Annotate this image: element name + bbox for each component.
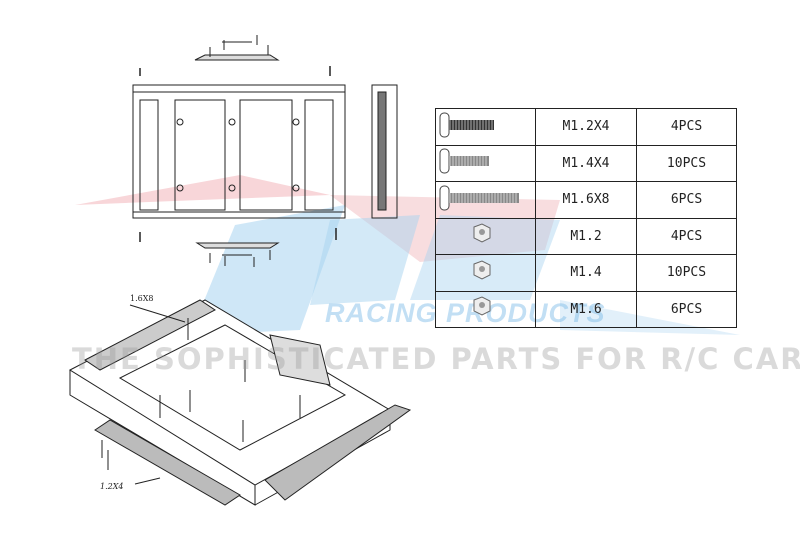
callout-upper: 1.6X8 bbox=[130, 294, 154, 303]
part-image bbox=[435, 217, 536, 255]
part-spec: M1.2 bbox=[535, 217, 637, 255]
parts-row: M1.6 6PCS bbox=[435, 290, 737, 328]
hex-nut-icon bbox=[436, 223, 531, 253]
screw-short-icon bbox=[436, 112, 531, 144]
screw-medium-icon bbox=[436, 148, 531, 180]
part-spec: M1.6X8 bbox=[535, 181, 637, 219]
part-qty: 6PCS bbox=[636, 290, 737, 328]
parts-row: M1.4X4 10PCS bbox=[435, 144, 737, 182]
part-qty: 4PCS bbox=[636, 108, 737, 146]
part-qty: 6PCS bbox=[636, 181, 737, 219]
screw-long-icon bbox=[436, 185, 531, 217]
part-qty: 10PCS bbox=[636, 254, 737, 292]
part-spec: M1.4 bbox=[535, 254, 637, 292]
top-bracket bbox=[194, 35, 280, 61]
top-view-plate bbox=[132, 84, 346, 219]
hex-nut-icon bbox=[436, 260, 531, 290]
part-image bbox=[435, 254, 536, 292]
part-qty: 4PCS bbox=[636, 217, 737, 255]
part-spec: M1.6 bbox=[535, 290, 637, 328]
part-image bbox=[435, 108, 536, 146]
watermark-tagline: THE SOPHISTICATED PARTS FOR R/C CARS bbox=[72, 342, 800, 376]
bottom-bracket bbox=[195, 242, 280, 267]
part-image bbox=[435, 290, 536, 328]
part-qty: 10PCS bbox=[636, 144, 737, 182]
parts-row: M1.2X4 4PCS bbox=[435, 108, 737, 146]
parts-row: M1.2 4PCS bbox=[435, 217, 737, 255]
callout-lower: 1.2X4 bbox=[100, 482, 124, 491]
loose-screws bbox=[139, 66, 337, 242]
isometric-assembly bbox=[68, 299, 412, 506]
side-rail bbox=[371, 84, 398, 219]
hex-nut-icon bbox=[436, 296, 531, 326]
part-spec: M1.2X4 bbox=[535, 108, 637, 146]
part-spec: M1.4X4 bbox=[535, 144, 637, 182]
parts-row: M1.4 10PCS bbox=[435, 254, 737, 292]
part-image bbox=[435, 181, 536, 219]
parts-row: M1.6X8 6PCS bbox=[435, 181, 737, 219]
part-image bbox=[435, 144, 536, 182]
parts-table: M1.2X4 4PCS M1.4X4 10PCS M1.6X8 6PCS M1.… bbox=[435, 108, 737, 328]
